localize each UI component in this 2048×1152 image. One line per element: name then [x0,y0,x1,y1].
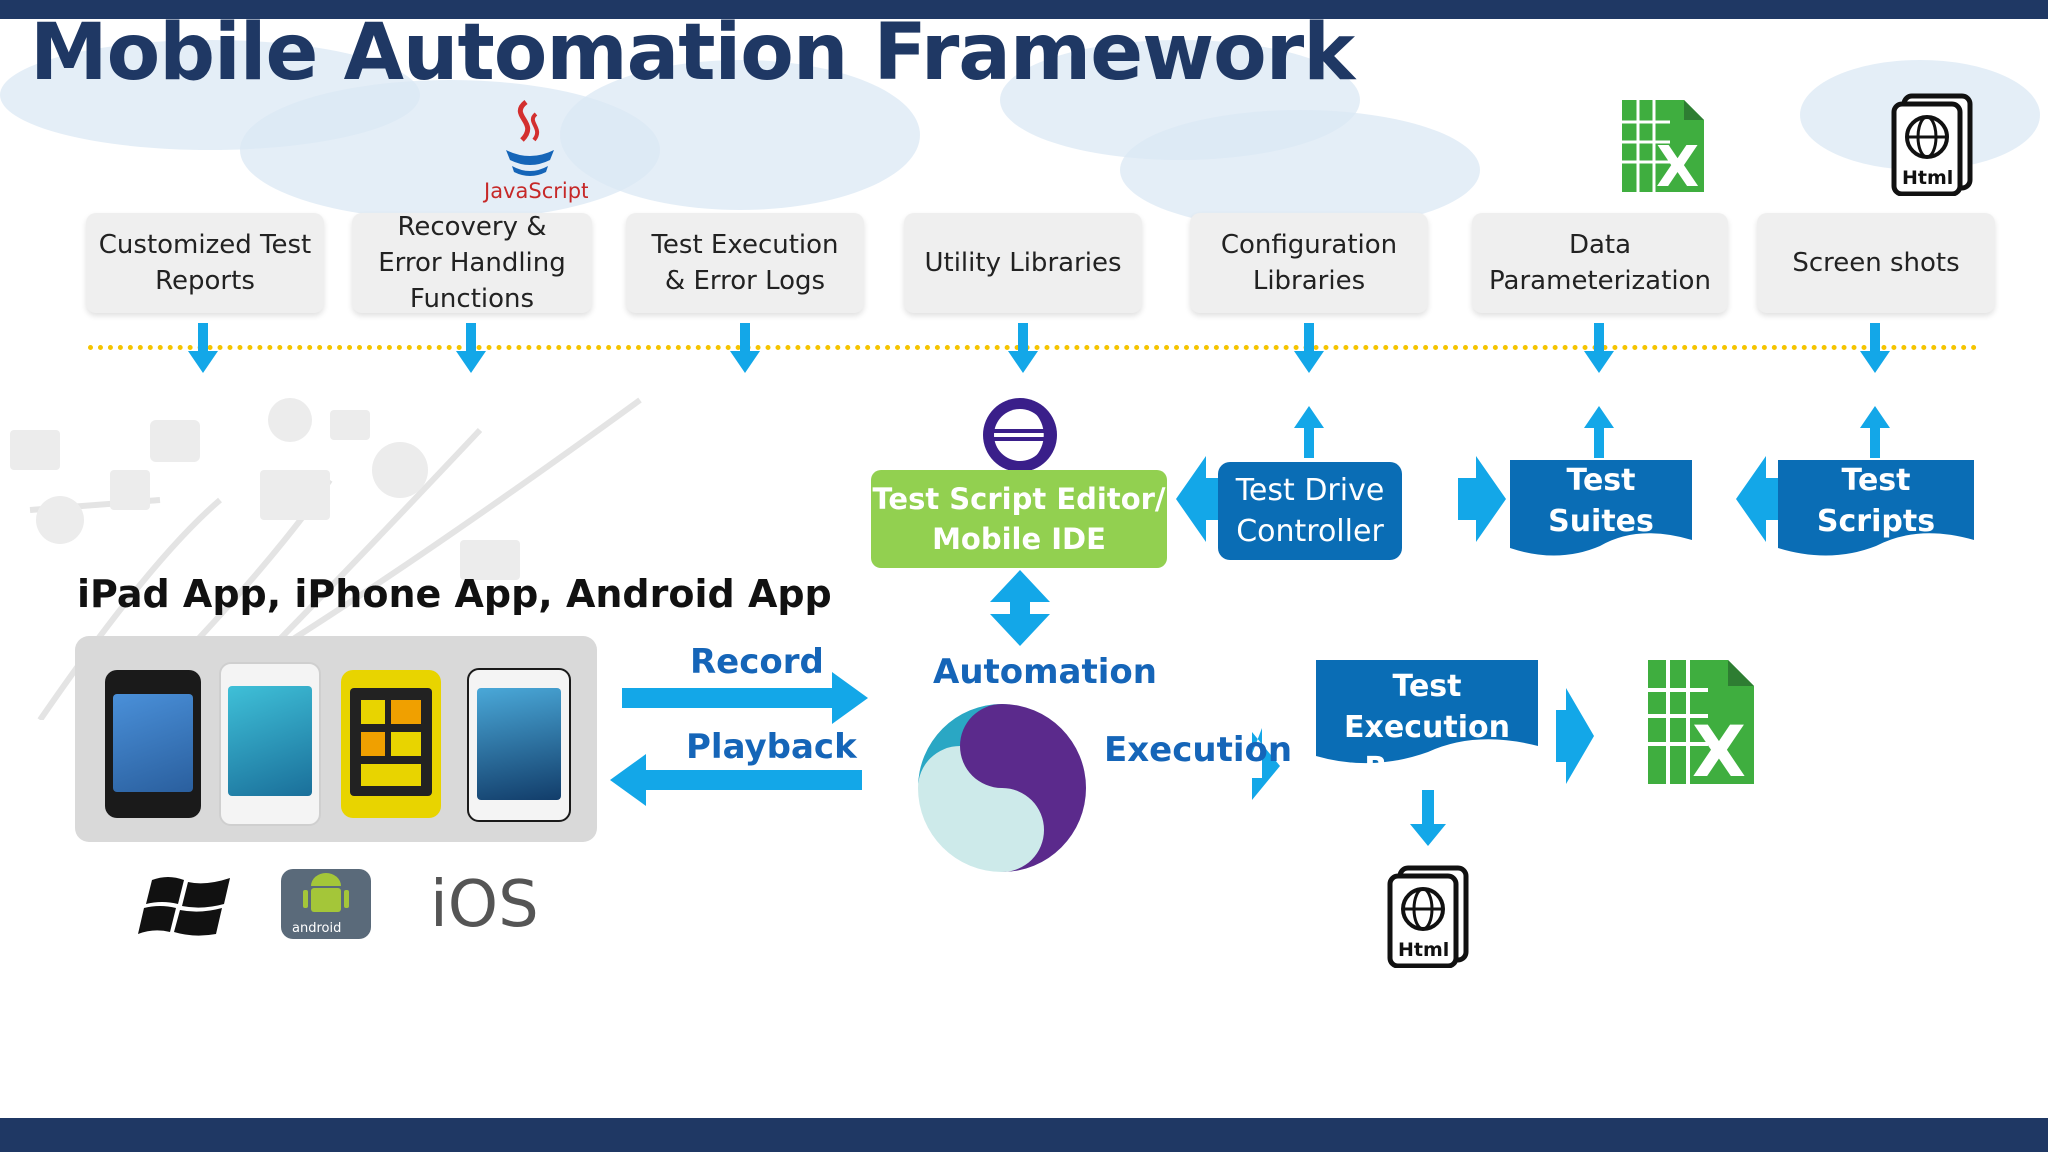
bottom-bar [0,1118,2048,1152]
down-arrow-icon [188,323,218,373]
results-html-icon: Html [1387,865,1469,968]
down-arrow-icon [1008,323,1038,373]
left-arrow-icon [1176,456,1218,542]
test-suites-shape [1510,460,1692,556]
card-test-execution-logs: Test Execution & Error Logs [626,213,864,313]
test-scripts-shape [1778,460,1974,556]
excel-icon: X [1622,100,1704,194]
record-arrow-icon [622,672,868,724]
up-arrow-icon [1294,406,1324,458]
up-arrow-icon [1860,406,1890,458]
svg-text:android: android [292,921,341,936]
test-script-editor-box: Test Script Editor/ Mobile IDE [871,470,1167,568]
android-tablet-image [467,668,571,822]
test-execution-results-shape [1316,660,1538,764]
html-file-icon: Html [1891,93,1973,196]
right-arrow-icon [1252,728,1280,800]
automation-logo-icon [918,704,1086,872]
top-bar [0,0,2048,19]
double-arrow-icon [990,570,1050,646]
test-scripts-label: Test Scripts [1816,463,1936,539]
right-arrow-icon [1458,456,1506,542]
down-arrow-icon [730,323,760,373]
windows-logo-icon [138,877,230,936]
automation-label: Automation [933,652,1157,692]
svg-text:JavaScript: JavaScript [482,179,588,203]
down-arrow-icon [1584,323,1614,373]
up-arrow-icon [1584,406,1614,458]
ios-logo: iOS [430,868,539,942]
svg-text:Html: Html [1398,939,1449,961]
down-arrow-icon [1860,323,1890,373]
java-icon: JavaScript [482,100,588,203]
card-configuration-libraries: Configuration Libraries [1190,213,1428,313]
card-utility-libraries: Utility Libraries [904,213,1142,313]
eclipse-icon [983,398,1057,472]
card-recovery-error-handling: Recovery & Error Handling Functions [352,212,592,314]
svg-text:X: X [1656,135,1699,194]
apps-heading: iPad App, iPhone App, Android App [77,572,832,616]
framework-dotted-line [88,345,1978,350]
down-arrow-icon [1294,323,1324,373]
svg-text:X: X [1692,711,1746,788]
test-execution-results-label: Test Execution Results [1344,669,1510,786]
cloud-decoration [1120,110,1480,230]
record-label: Record [690,642,824,682]
execution-label: Execution [1104,730,1293,770]
down-arrow-icon [1410,790,1446,846]
devices-panel [75,636,597,842]
android-phone-image [219,662,321,826]
page-title: Mobile Automation Framework [30,8,1355,98]
test-drive-controller-box: Test Drive Controller [1218,462,1402,560]
test-suites-label: Test Suites [1548,463,1654,539]
left-arrow-icon [1736,456,1778,542]
right-arrow-icon [1556,688,1594,784]
results-excel-icon: X [1648,660,1754,788]
playback-label: Playback [686,727,857,767]
iphone-image [105,670,201,818]
card-screen-shots: Screen shots [1757,213,1995,313]
playback-arrow-icon [610,754,862,806]
svg-text:Html: Html [1902,167,1953,189]
card-data-parameterization: Data Parameterization [1472,213,1728,313]
android-logo-icon: android [281,869,371,939]
tech-tree-background [10,397,642,720]
down-arrow-icon [456,323,486,373]
cloud-decoration [560,60,920,210]
windows-phone-image [341,670,441,818]
card-customized-test-reports: Customized Test Reports [86,213,324,313]
